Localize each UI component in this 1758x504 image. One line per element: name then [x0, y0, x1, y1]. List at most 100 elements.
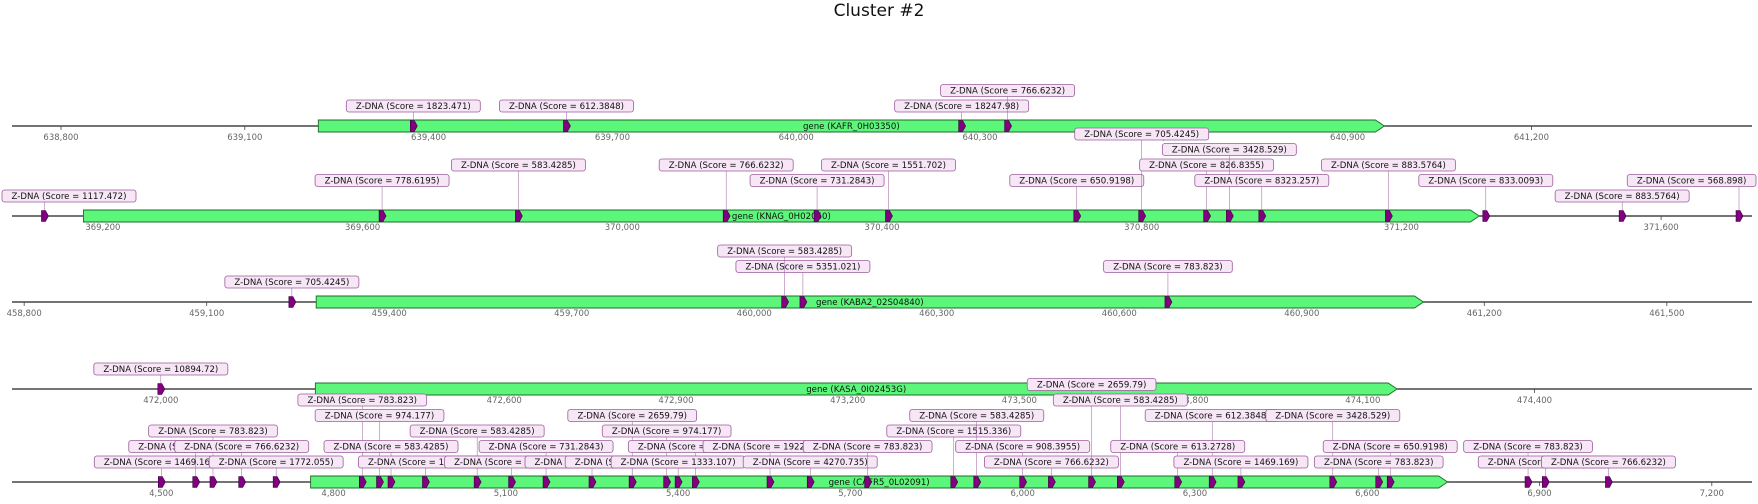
feature-label: Z-DNA (Score = 833.0093) — [1428, 177, 1543, 187]
zdna-feature-marker — [864, 476, 872, 488]
zdna-feature-marker — [378, 210, 387, 222]
zdna-feature-marker — [272, 476, 281, 488]
feature-label: Z-DNA (Score = 583.4285) — [334, 443, 449, 453]
tick-label: 6,900 — [1527, 489, 1551, 499]
zdna-feature-marker — [1375, 476, 1384, 488]
gene-label: gene (KASA_0I02453G) — [806, 385, 906, 395]
feature-label: Z-DNA (Score = 1922.188) — [713, 443, 828, 453]
chart-title: Cluster #2 — [833, 1, 925, 21]
feature-label: Z-DNA (Score = 1823.471) — [356, 102, 471, 112]
zdna-feature-marker — [1164, 296, 1173, 308]
feature-label-box — [345, 99, 481, 113]
tick-label: 5,400 — [666, 489, 690, 499]
gene-label: gene (KABA2_02S04840) — [816, 298, 924, 308]
feature-label-box — [314, 174, 450, 187]
feature-label-box — [886, 424, 1022, 438]
feature-label: Z-DNA (Score = 883.5764) — [1565, 192, 1680, 202]
feature-label: Z-DNA (Score = 583.4285) — [461, 161, 576, 171]
tick-label: 459,400 — [372, 309, 407, 319]
zdna-feature-marker — [508, 476, 516, 488]
zdna-feature-marker — [1208, 476, 1217, 488]
tick-label: 6,000 — [1011, 489, 1035, 499]
feature-label-box — [1541, 455, 1676, 469]
feature-label-box — [1463, 440, 1593, 453]
zdna-feature-marker — [1386, 476, 1395, 488]
feature-label: Z-DNA (Score = 783.823) — [1324, 458, 1433, 468]
feature-label-box — [148, 424, 278, 438]
feature-label: Z-DNA (Score = 4270.735) — [753, 458, 868, 468]
feature-label-box — [1139, 158, 1275, 172]
feature-label: Z-DNA (Score = 2659.79) — [577, 412, 686, 422]
zdna-feature-marker — [813, 210, 822, 222]
feature-label-box — [1009, 174, 1145, 187]
zdna-feature-marker — [628, 476, 637, 488]
feature-label-box — [1322, 440, 1458, 453]
feature-label-box — [297, 393, 428, 407]
zdna-feature-marker — [1541, 476, 1550, 488]
zdna-feature-marker — [1019, 476, 1028, 488]
gene-arrow — [315, 295, 1425, 309]
zdna-feature-marker — [950, 476, 959, 488]
zdna-feature-marker — [288, 296, 297, 308]
tick-label: 472,000 — [143, 396, 178, 406]
tick-label: 640,000 — [779, 133, 814, 143]
feature-label: Z-DNA (Score = 766.6232) — [1551, 458, 1666, 468]
tick-label: 474,400 — [1517, 396, 1552, 406]
zdna-feature-marker — [806, 476, 815, 488]
feature-label: Z-DNA (Score = 1551.702) — [831, 161, 946, 171]
zdna-feature-marker — [663, 476, 671, 488]
feature-label: Z-DNA (Score = 10894.72) — [103, 365, 218, 375]
feature-label-box — [174, 440, 310, 453]
feature-label: Z-DNA (Score = 568.898) — [1637, 177, 1746, 187]
feature-label-box — [821, 158, 956, 172]
feature-label-box — [1265, 409, 1401, 422]
tick-label: 460,000 — [737, 309, 772, 319]
zdna-feature-marker — [387, 476, 396, 488]
zdna-feature-marker — [958, 120, 966, 132]
feature-label: Z-DNA (Score = 974.177) — [325, 412, 434, 422]
feature-label-box — [567, 409, 697, 422]
feature-label-box — [1, 189, 137, 203]
feature-label-box — [735, 260, 871, 273]
tick-label: 370,800 — [1124, 223, 1159, 233]
feature-label: Z-DNA (Score = 3428.529) — [1275, 412, 1390, 422]
feature-label: Z-DNA (Score = 826.8355) — [1149, 161, 1264, 171]
zdna-feature-marker — [41, 210, 49, 222]
feature-label-box — [1418, 174, 1554, 187]
zdna-feature-marker — [1237, 476, 1246, 488]
feature-label-box — [717, 244, 853, 258]
tick-label: 458,800 — [7, 309, 42, 319]
feature-label: Z-DNA (Score = 778.6195) — [325, 177, 440, 187]
zdna-feature-marker — [1735, 210, 1744, 222]
feature-label: Z-DNA (Score = 1820.565) — [368, 458, 483, 468]
feature-label: Z-DNA (Score = 613.2728) — [1120, 443, 1235, 453]
tick-label: 4,500 — [149, 489, 173, 499]
feature-label-box — [93, 362, 229, 376]
feature-label-box — [1194, 174, 1330, 187]
zdna-feature-marker — [158, 476, 166, 488]
zdna-feature-marker — [1174, 476, 1183, 488]
feature-label-box — [499, 99, 634, 113]
feature-label-box — [940, 84, 1075, 97]
zdna-feature-marker — [781, 296, 789, 308]
tick-label: 639,400 — [411, 133, 446, 143]
tick-label: 473,800 — [1174, 396, 1209, 406]
feature-label: Z-DNA (Score = 2659.79) — [1037, 381, 1146, 391]
zdna-feature-marker — [799, 296, 808, 308]
zdna-feature-marker — [1605, 476, 1613, 488]
feature-label: Z-DNA (Score = 583.4285) — [420, 427, 535, 437]
zdna-feature-marker — [722, 210, 731, 222]
feature-label-box — [909, 409, 1045, 422]
feature-label: Z-DNA (Score = 731.2843) — [489, 443, 604, 453]
feature-label-box — [1554, 189, 1690, 203]
feature-label-box — [1074, 127, 1210, 141]
feature-label: Z-DNA (Score = 612.3848) — [1155, 412, 1270, 422]
tick-label: 371,600 — [1644, 223, 1679, 233]
feature-label: Z-DNA (Score = 705.4245) — [1084, 130, 1199, 140]
tick-label: 474,100 — [1345, 396, 1380, 406]
zdna-feature-marker — [1073, 210, 1082, 222]
feature-label: Z-DNA (Score = 1469.169) — [104, 458, 219, 468]
gene-label: gene (KAFR_0H03350) — [803, 122, 900, 132]
gene-label: gene (CAFR5_0L02091) — [829, 478, 930, 488]
